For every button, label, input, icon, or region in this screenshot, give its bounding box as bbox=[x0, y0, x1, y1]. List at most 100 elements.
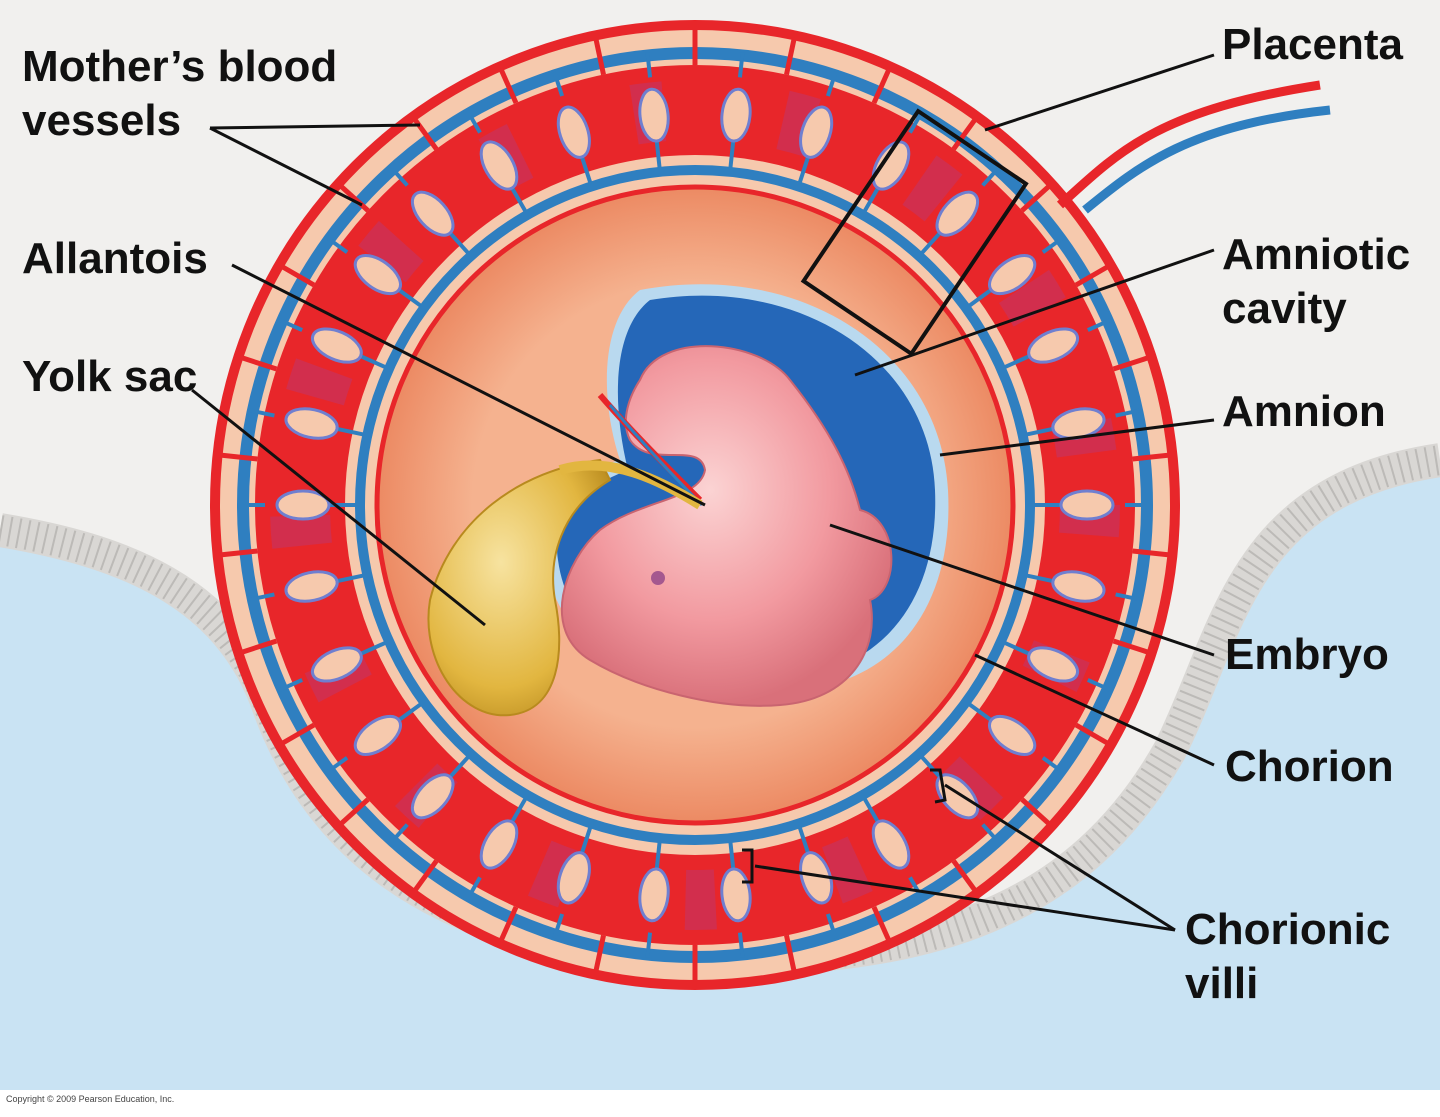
label-embryo: Embryo bbox=[1225, 630, 1389, 679]
maternal-vein-branch bbox=[1041, 235, 1065, 254]
maternal-vein-branch bbox=[825, 913, 838, 939]
embryo-eye bbox=[651, 571, 665, 585]
maternal-vein-branch bbox=[645, 932, 653, 958]
chorionic-villi bbox=[219, 27, 1171, 983]
villus bbox=[988, 254, 1037, 296]
villus bbox=[1027, 646, 1080, 683]
label-amniotic-cavity-line1: Amniotic bbox=[1222, 230, 1411, 279]
villus bbox=[310, 646, 363, 683]
villus bbox=[479, 819, 519, 870]
maternal-vein-branch bbox=[325, 235, 349, 254]
leader-amniotic-cavity bbox=[854, 248, 1215, 377]
villus bbox=[1059, 489, 1115, 521]
villus bbox=[988, 714, 1037, 756]
maternal-vein-branch bbox=[552, 71, 565, 97]
villus bbox=[556, 851, 591, 905]
maternal-vein-branch bbox=[908, 876, 925, 901]
maternal-vein-branch bbox=[1087, 318, 1112, 332]
copyright-notice: Copyright © 2009 Pearson Education, Inc. bbox=[6, 1094, 175, 1104]
maternal-vessel-branch bbox=[784, 36, 797, 76]
maternal-vessel-branch bbox=[279, 722, 316, 747]
villus bbox=[410, 190, 455, 237]
embryo bbox=[560, 345, 893, 707]
maternal-vessel-branch bbox=[412, 116, 439, 151]
villus bbox=[1027, 327, 1080, 364]
maternal-vessel-branch bbox=[239, 354, 278, 372]
label-mothers-blood-vessels-line1: Mother’s blood bbox=[22, 42, 338, 91]
leader-villi-b bbox=[944, 783, 1176, 932]
villus bbox=[556, 105, 591, 159]
maternal-vessel-branch bbox=[1132, 452, 1171, 462]
leader-amnion bbox=[939, 418, 1215, 457]
maternal-vessel-branch bbox=[1020, 797, 1052, 827]
villus bbox=[720, 87, 752, 143]
leader-villi-a bbox=[754, 864, 1176, 932]
umbilical-vein bbox=[1082, 105, 1331, 214]
leader-lines bbox=[191, 53, 1215, 932]
maternal-vein-branch bbox=[737, 52, 745, 78]
maternal-vessel-branch bbox=[1132, 548, 1171, 558]
villus bbox=[1051, 570, 1106, 603]
maternal-vein-branch bbox=[389, 823, 409, 845]
maternal-vein-branch bbox=[1041, 756, 1065, 775]
villus bbox=[935, 190, 980, 237]
maternal-vein-branch bbox=[249, 408, 275, 418]
label-chorionic-villi-line1: Chorionic bbox=[1185, 905, 1391, 954]
villus bbox=[871, 819, 911, 870]
maternal-vessel-branch bbox=[1074, 722, 1111, 747]
maternal-vein-branch bbox=[1087, 678, 1112, 692]
maternal-vessel-branch bbox=[1074, 263, 1111, 288]
label-amniotic-cavity: Amniotic cavity bbox=[1222, 228, 1410, 336]
maternal-vein-branch bbox=[737, 932, 745, 958]
villus bbox=[284, 407, 339, 440]
villus bbox=[353, 254, 402, 296]
maternal-vessel-branch bbox=[279, 263, 316, 288]
chorion-vessel-ring bbox=[355, 165, 1035, 845]
maternal-vessel-branch bbox=[951, 859, 978, 894]
umbilical-artery bbox=[1056, 80, 1321, 209]
leader-blood-vessels-b bbox=[209, 126, 363, 207]
villus bbox=[638, 87, 670, 143]
label-chorionic-villi-line2: villi bbox=[1185, 959, 1259, 1008]
maternal-vein-branch bbox=[465, 876, 482, 901]
maternal-vessel-branch bbox=[1112, 638, 1151, 656]
villus bbox=[799, 851, 834, 905]
maternal-vein-branch bbox=[278, 678, 303, 692]
maternal-vessel-branch bbox=[1112, 354, 1151, 372]
uterine-cavity bbox=[0, 470, 1440, 1090]
villus bbox=[353, 714, 402, 756]
leader-chorion bbox=[974, 653, 1215, 767]
maternal-vessel-branch bbox=[219, 548, 258, 558]
maternal-vein-branch bbox=[825, 71, 838, 97]
maternal-vessel-branch bbox=[338, 797, 370, 827]
maternal-vein-branch bbox=[1115, 408, 1141, 418]
maternal-vein-branch bbox=[1115, 592, 1141, 602]
maternal-vessel-branch bbox=[784, 934, 797, 974]
villus bbox=[799, 105, 834, 159]
maternal-vein-branch bbox=[552, 913, 565, 939]
maternal-vein-branch bbox=[389, 165, 409, 187]
embryo-diagram: Mother’s blood vessels Allantois Yolk sa… bbox=[0, 0, 1440, 1090]
leader-embryo bbox=[829, 523, 1215, 657]
label-chorionic-villi: Chorionic villi bbox=[1185, 903, 1390, 1011]
maternal-vein-branch bbox=[645, 52, 653, 78]
label-mothers-blood-vessels-line2: vessels bbox=[22, 96, 182, 145]
yolk-sac bbox=[427, 458, 612, 717]
maternal-vessel-branch bbox=[593, 36, 606, 76]
maternal-vessel-branch bbox=[498, 905, 519, 943]
villi-bracket-2 bbox=[930, 768, 947, 804]
label-mothers-blood-vessels: Mother’s blood vessels bbox=[22, 40, 337, 148]
villus bbox=[275, 489, 331, 521]
villus bbox=[410, 773, 455, 820]
leader-placenta bbox=[984, 53, 1215, 132]
maternal-vein-branch bbox=[278, 318, 303, 332]
villi-bracket-1 bbox=[742, 848, 754, 884]
label-allantois: Allantois bbox=[22, 234, 208, 283]
maternal-vein-branch bbox=[981, 165, 1001, 187]
label-amniotic-cavity-line2: cavity bbox=[1222, 284, 1347, 333]
leader-yolk-sac bbox=[191, 388, 486, 627]
villus bbox=[871, 140, 911, 191]
diagram-canvas bbox=[0, 20, 1440, 1090]
maternal-vessel-branch bbox=[951, 116, 978, 151]
maternal-vessel-branch bbox=[593, 934, 606, 974]
